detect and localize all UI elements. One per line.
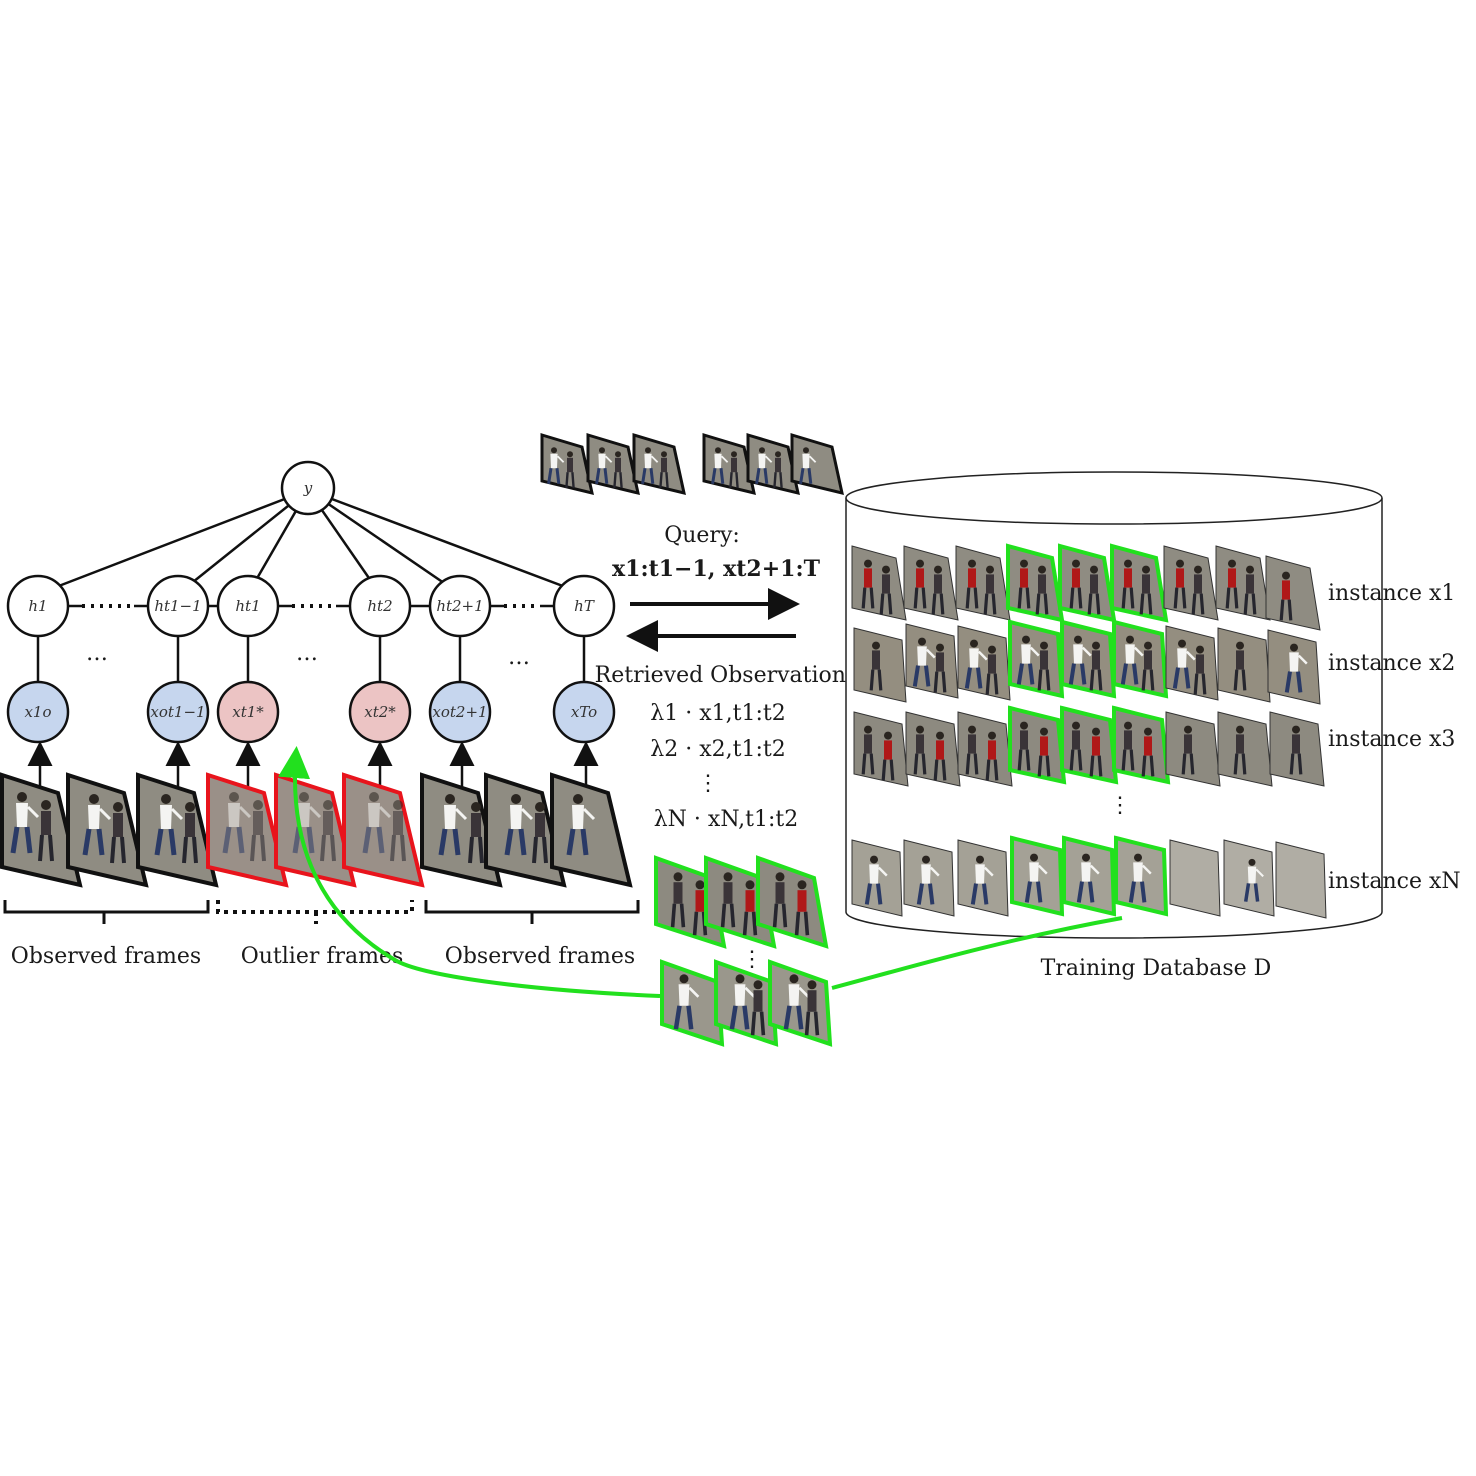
hidden-node: ht1−1	[146, 574, 210, 638]
outlier-frame	[342, 772, 425, 888]
hidden-node-label: ht1	[235, 597, 260, 615]
outlier-node: xt1*	[216, 680, 280, 744]
outlier-node: xt2*	[348, 680, 412, 744]
hidden-node-label: ht2+1	[436, 597, 483, 615]
observed-node: x1o	[6, 680, 70, 744]
video-frame	[0, 772, 83, 888]
retrieved-title: Retrieved Observation:	[595, 663, 854, 688]
hidden-node: ht1	[216, 574, 280, 638]
training-database: ⋮	[845, 471, 1383, 939]
hidden-node-label: h1	[28, 597, 47, 615]
instance-label-2: instance x2	[1328, 651, 1455, 676]
query-frame	[746, 432, 800, 496]
hidden-node: ht2	[348, 574, 412, 638]
ellipsis-1: …	[86, 641, 108, 666]
query-expression: x1:t1−1, xt2+1:T	[612, 556, 821, 582]
instance-label-n: instance xN	[1328, 869, 1461, 894]
query-frame	[702, 432, 756, 496]
query-frames	[540, 432, 844, 496]
query-frame	[586, 432, 640, 496]
frame-arrows	[27, 741, 599, 790]
y-node: y	[280, 460, 336, 516]
outlier-frame	[206, 772, 289, 888]
hidden-node-label: hT	[574, 597, 595, 615]
instance-label-3: instance x3	[1328, 727, 1455, 752]
observation-node-label: xot1−1	[150, 703, 205, 721]
observed-frames-left	[0, 772, 219, 888]
query-title: Query:	[664, 523, 740, 548]
hidden-nodes: h1 ht1−1 ht1 ht2 ht2+1 hT	[6, 574, 616, 638]
query-frame	[632, 432, 686, 496]
retrieved-frames-ellipsis: ⋮	[741, 947, 763, 972]
green-flow	[278, 746, 1123, 998]
observation-node-label: xt2*	[364, 703, 396, 721]
observation-node-label: xTo	[571, 703, 597, 721]
database-ellipsis: ⋮	[1109, 793, 1131, 818]
braces	[3, 900, 640, 924]
ellipsis-3: …	[508, 645, 530, 670]
instance-row-3	[853, 705, 1325, 787]
video-frame	[66, 772, 149, 888]
y-node-label: y	[303, 479, 313, 497]
observation-node-label: xt1*	[232, 703, 264, 721]
observation-node-label: x1o	[24, 703, 51, 721]
observation-nodes: x1o xot1−1 xt1* xt2* xot2+1 xTo	[6, 680, 616, 744]
outlier-frames	[206, 772, 425, 888]
observed-node: xot2+1	[428, 680, 492, 744]
video-frame	[136, 772, 219, 888]
database-title: Training Database D	[1041, 956, 1272, 981]
observed-frames-label-left: Observed frames	[11, 944, 201, 969]
instance-label-1: instance x1	[1328, 581, 1455, 606]
retrieved-ellipsis: ⋮	[697, 771, 719, 796]
video-frame	[420, 772, 503, 888]
vertical-edges	[36, 636, 586, 682]
retrieved-term-1: λ1 · x1,t1:t2	[650, 701, 785, 726]
hidden-node: hT	[552, 574, 616, 638]
hidden-node-label: ht2	[367, 597, 392, 615]
node-ellipses: … … …	[86, 641, 530, 670]
observed-node: xTo	[552, 680, 616, 744]
query-frame	[540, 432, 594, 496]
retrieved-term-n: λN · xN,t1:t2	[654, 807, 799, 832]
retrieved-term-2: λ2 · x2,t1:t2	[650, 737, 785, 762]
observed-frames-label-right: Observed frames	[445, 944, 635, 969]
hidden-node: h1	[6, 574, 70, 638]
hidden-node: ht2+1	[428, 574, 492, 638]
query-frame	[790, 432, 844, 496]
observed-frames-right	[420, 772, 633, 888]
instance-row-1	[851, 543, 1321, 631]
video-frame	[550, 772, 633, 888]
video-frame	[484, 772, 567, 888]
instance-row-2	[853, 619, 1321, 705]
instance-row-n	[851, 835, 1327, 919]
hidden-node-label: ht1−1	[154, 597, 201, 615]
ellipsis-2: …	[296, 641, 318, 666]
observation-node-label: xot2+1	[432, 703, 487, 721]
observed-node: xot1−1	[146, 680, 210, 744]
retrieved-frames: ⋮	[654, 855, 833, 1047]
